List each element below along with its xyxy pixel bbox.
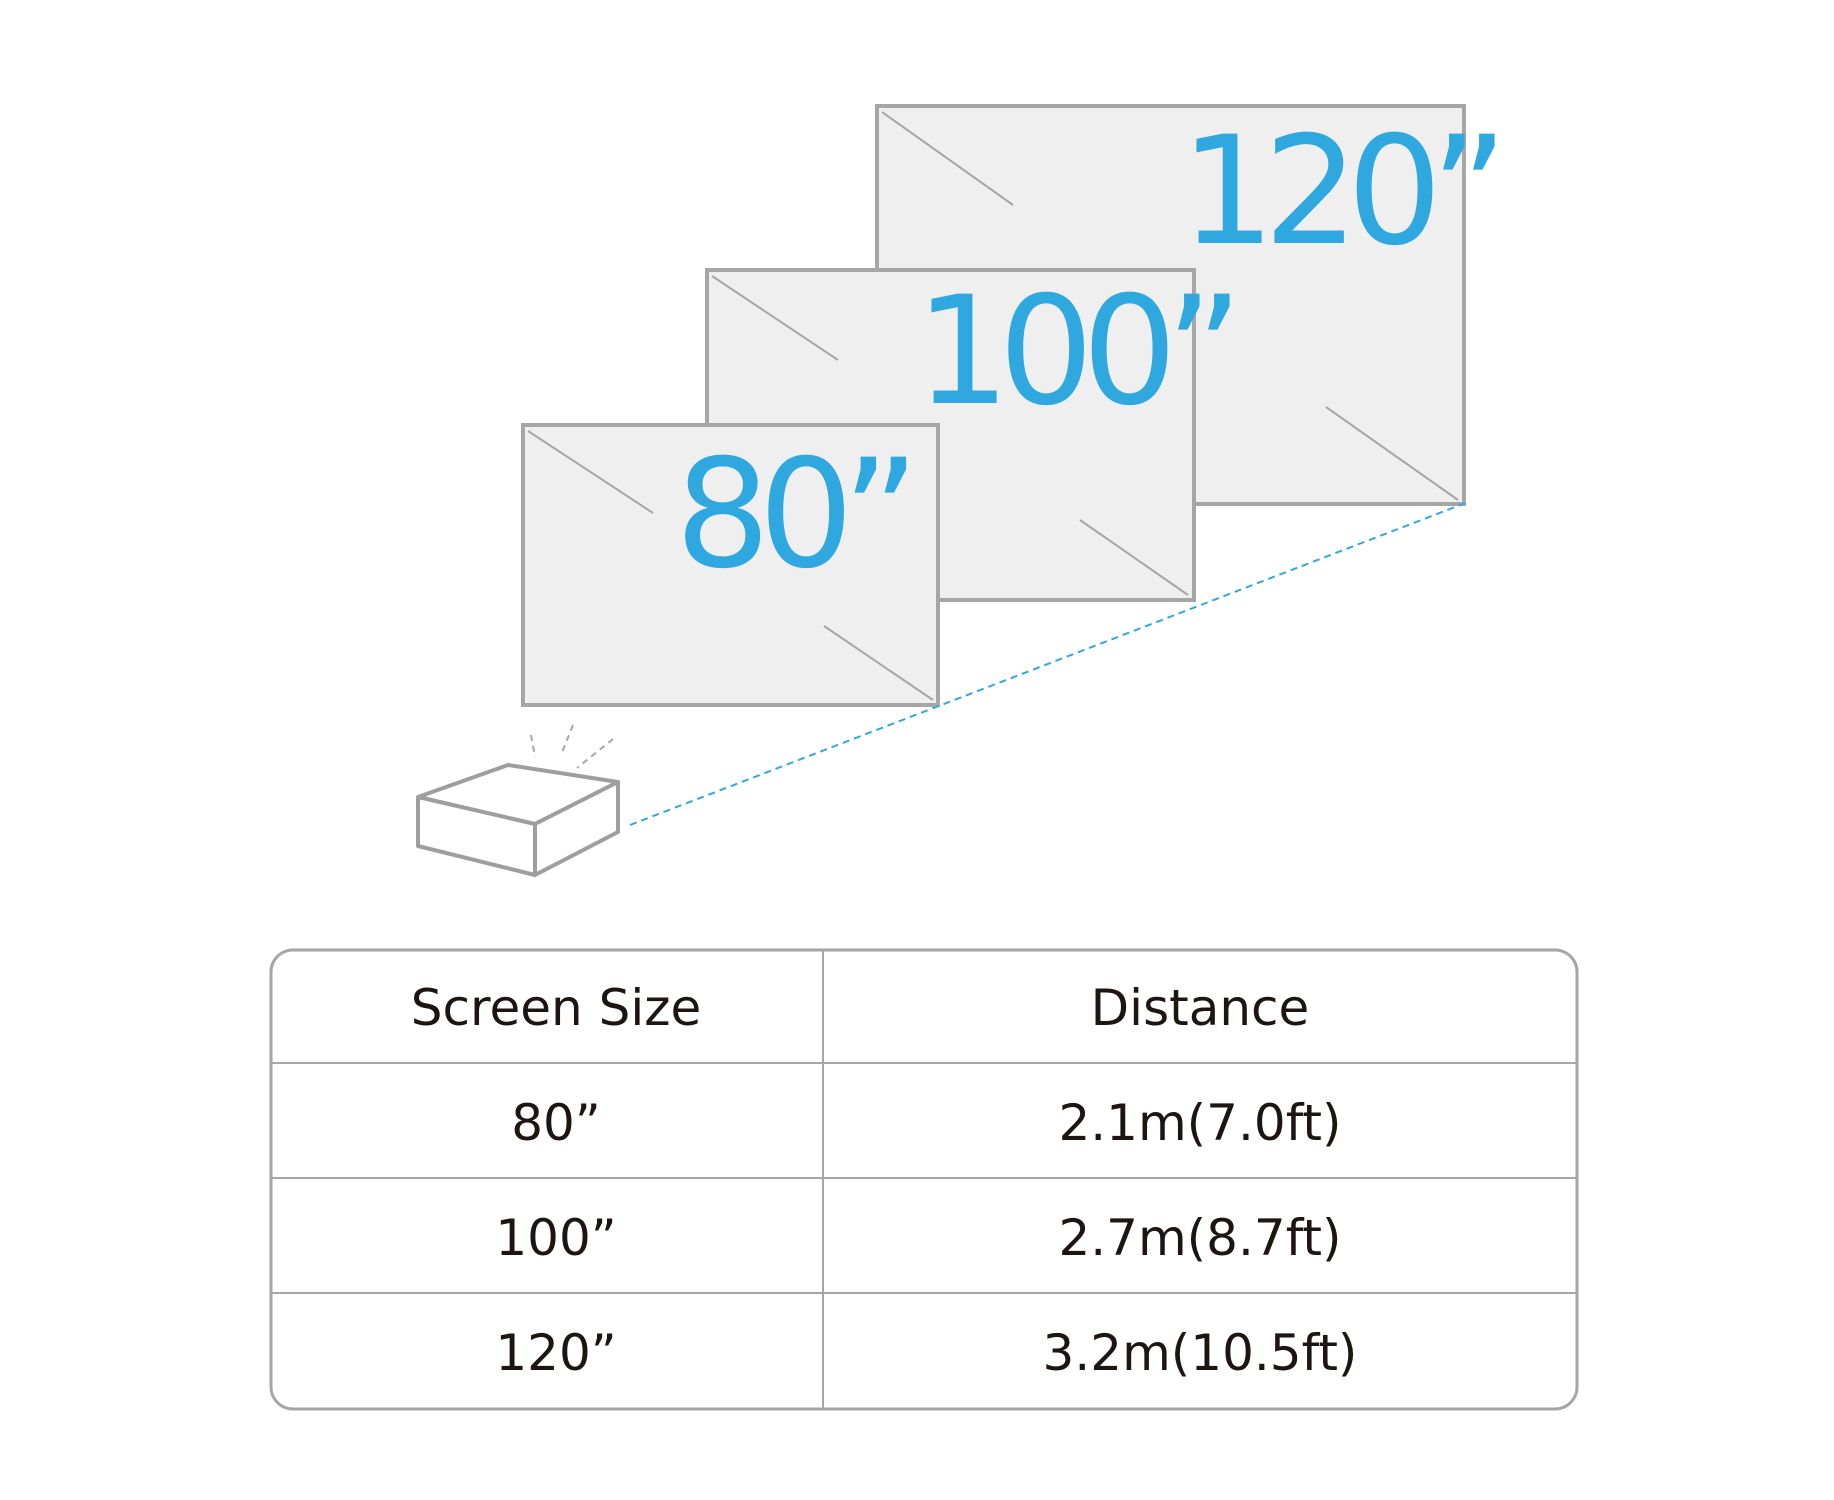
distance-table: Screen Size Distance 80” 2.1m(7.0ft) 100… bbox=[269, 948, 1579, 1411]
cell-screen-size: 80” bbox=[511, 1094, 601, 1152]
light-ray-left bbox=[530, 734, 536, 758]
screen-120-corner-bottom-right bbox=[1325, 406, 1459, 501]
cell-screen-size: 120” bbox=[495, 1324, 616, 1382]
screen-80-corner-top-left bbox=[527, 430, 654, 514]
header-screen-size: Screen Size bbox=[411, 979, 701, 1037]
table-row: 100” 2.7m(8.7ft) bbox=[495, 1209, 1341, 1267]
projector-icon bbox=[416, 763, 620, 877]
cell-distance: 2.1m(7.0ft) bbox=[1058, 1094, 1341, 1152]
light-ray-middle bbox=[560, 724, 574, 756]
cell-distance: 2.7m(8.7ft) bbox=[1058, 1209, 1341, 1267]
screen-100-label: 100” bbox=[915, 265, 1231, 439]
light-ray-right bbox=[576, 738, 614, 769]
cell-screen-size: 100” bbox=[495, 1209, 616, 1267]
table-row: 80” 2.1m(7.0ft) bbox=[511, 1094, 1341, 1152]
header-distance: Distance bbox=[1091, 979, 1310, 1037]
screen-100-corner-top-left bbox=[711, 275, 839, 361]
screen-120-corner-top-left bbox=[881, 111, 1014, 206]
table-outline bbox=[269, 948, 1579, 1411]
table-header-row: Screen Size Distance bbox=[411, 979, 1310, 1037]
projection-line bbox=[629, 501, 1469, 826]
screen-80-corner-bottom-right bbox=[823, 625, 934, 701]
screen-80-label: 80” bbox=[675, 428, 908, 602]
screen-80: 80” bbox=[521, 423, 940, 707]
screen-120-label: 120” bbox=[1180, 105, 1496, 279]
screen-80-frame bbox=[521, 423, 940, 707]
projector-side bbox=[533, 780, 620, 877]
screen-100-corner-bottom-right bbox=[1079, 519, 1189, 596]
table-row: 120” 3.2m(10.5ft) bbox=[495, 1324, 1357, 1382]
cell-distance: 3.2m(10.5ft) bbox=[1043, 1324, 1358, 1382]
projector-light-rays bbox=[530, 724, 614, 769]
